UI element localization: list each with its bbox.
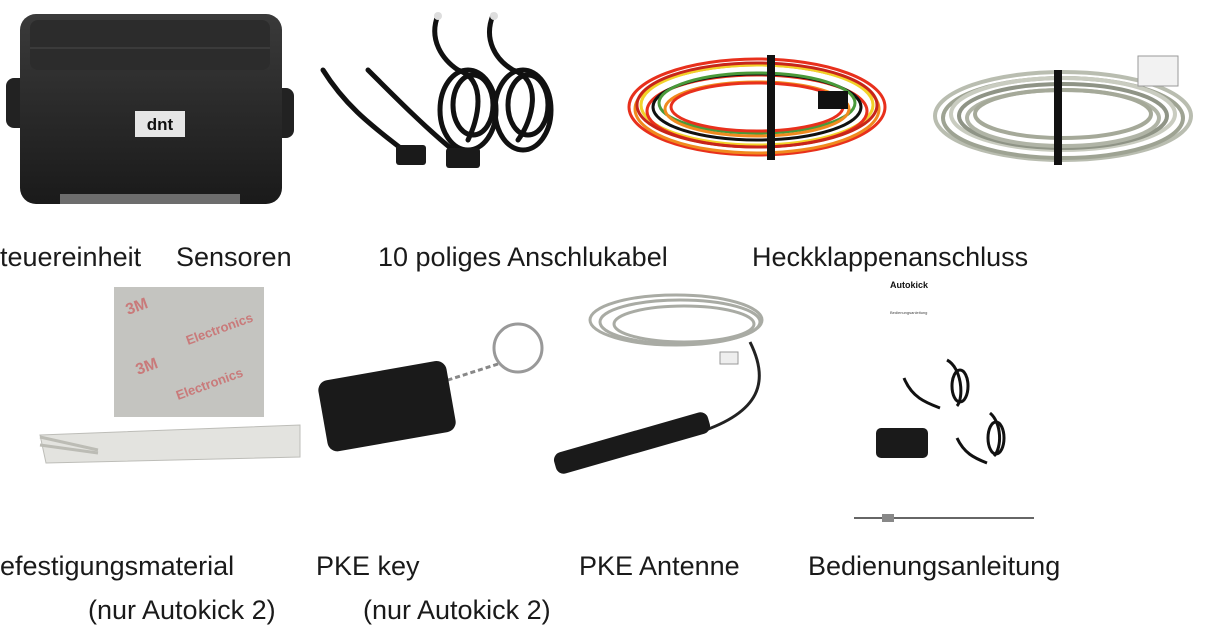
tailgate-cable-drawing <box>933 55 1193 165</box>
label-pke-key: PKE key <box>316 551 420 581</box>
label-sensors: Sensoren <box>176 242 292 272</box>
key-fob <box>318 361 456 452</box>
sensors-image <box>318 10 568 180</box>
label-wiring-harness: 10 poliges Anschlukabel <box>378 242 668 272</box>
manual-cable-connector <box>882 514 894 522</box>
logo-plate <box>135 111 185 137</box>
grey-cable-coil <box>933 70 1193 162</box>
label-tailgate-connection: Heckklappenanschluss <box>752 242 1029 272</box>
cable-tie <box>1054 70 1062 165</box>
wiring-harness-image <box>622 45 892 170</box>
antenna-plug <box>719 351 739 365</box>
pke-key-image <box>318 320 550 460</box>
sensor-head-2 <box>446 148 480 168</box>
manual-box-illustration <box>876 428 928 458</box>
label-mounting-material: efestigungsmaterial <box>0 551 235 581</box>
key-ring <box>492 322 544 374</box>
mounting-material-drawing: 3M Electronics 3M Electronics <box>39 287 301 464</box>
antenna-cable <box>588 293 764 347</box>
manual-drawing: Autokick Bedienungsanleitung <box>854 280 1034 522</box>
sensor-cables <box>320 12 554 153</box>
label-mounting-material-note: (nur Autokick 2) <box>88 595 276 625</box>
wiring-harness-drawing <box>627 55 887 160</box>
cable-tie <box>767 55 775 160</box>
tailgate-cable-image <box>928 52 1206 172</box>
key-chain <box>447 362 499 382</box>
manual-subtitle: Bedienungsanleitung <box>890 310 927 315</box>
label-control-unit: teuereinheit <box>0 242 142 272</box>
sensor-head-1 <box>396 145 426 165</box>
white-connector <box>1137 55 1179 87</box>
antenna-rod <box>553 412 711 474</box>
control-unit-drawing: dnt <box>6 14 294 204</box>
manual-image: Autokick Bedienungsanleitung <box>852 278 1037 528</box>
adhesive-pad <box>114 287 264 417</box>
harness-wires <box>627 57 887 157</box>
sensors-drawing <box>320 12 554 168</box>
tape-brand-2: 3M <box>134 355 161 379</box>
manual-title: Autokick <box>890 280 929 290</box>
manual-sensor-illustration <box>902 358 1006 465</box>
tape-brand-1: 3M <box>124 295 151 319</box>
control-unit-image: dnt <box>0 8 300 213</box>
plug-1 <box>434 12 442 20</box>
pke-antenna-drawing <box>553 293 764 474</box>
pke-key-drawing <box>318 322 544 452</box>
pke-antenna-image <box>550 282 782 487</box>
harness-connector <box>818 91 848 109</box>
cable-ties <box>39 424 301 464</box>
label-manual: Bedienungsanleitung <box>808 551 1061 581</box>
plug-2 <box>490 12 498 20</box>
label-pke-antenna: PKE Antenne <box>579 551 740 581</box>
box-lid-ridge <box>30 20 270 70</box>
connector-slots <box>60 194 240 204</box>
box-logo-text: dnt <box>147 115 174 134</box>
mounting-material-image: 3M Electronics 3M Electronics <box>38 285 308 470</box>
label-pke-key-note: (nur Autokick 2) <box>363 595 551 625</box>
